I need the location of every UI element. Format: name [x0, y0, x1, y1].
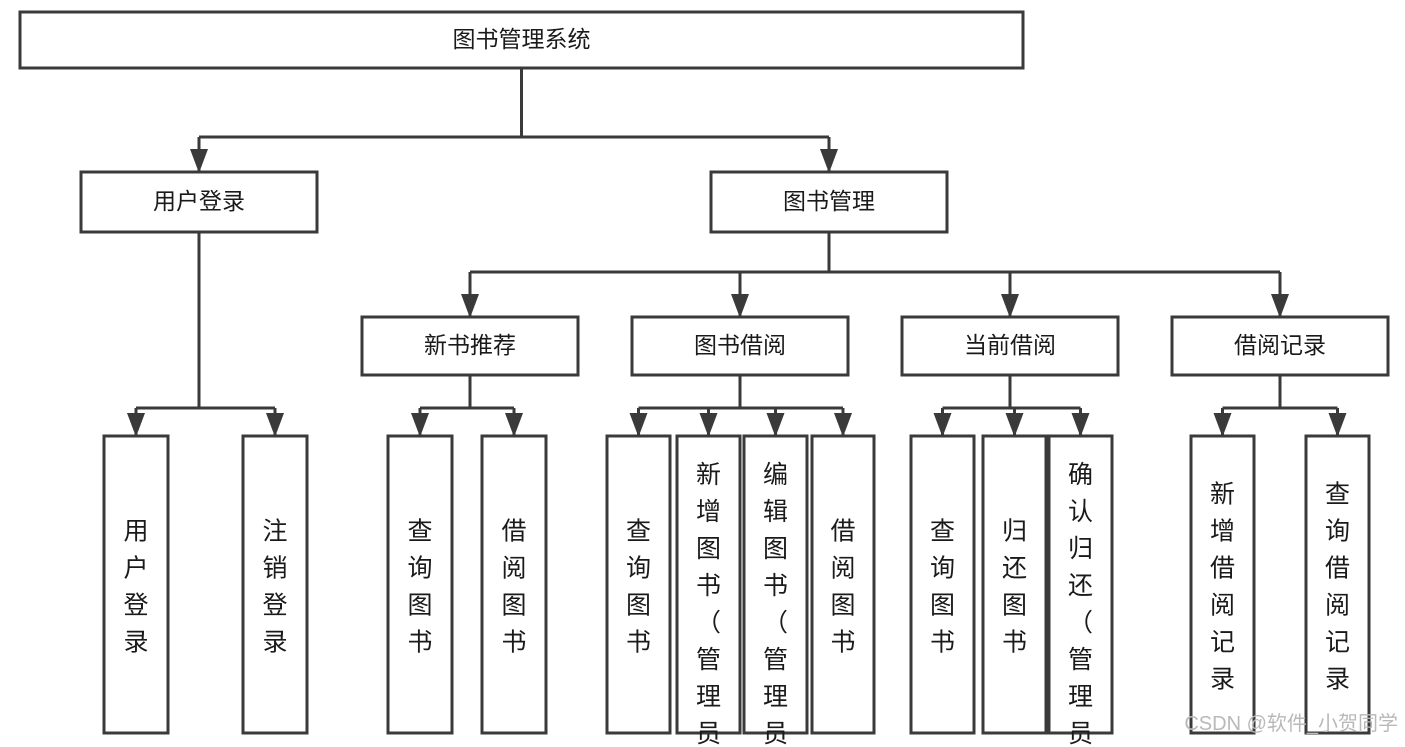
node-current-borrow: 当前借阅 [900, 315, 1120, 377]
node-leaf-add-book: 新增图书（管理员） [675, 434, 742, 747]
node-label-new-book-rec: 新书推荐 [424, 332, 516, 358]
node-leaf-confirm-return: 确认归还（管理员） [1047, 434, 1114, 747]
node-new-book-rec: 新书推荐 [360, 315, 580, 377]
arrow-head-icon-current-borrow [1001, 294, 1019, 318]
node-leaf-logout: 注销登录 [241, 434, 309, 735]
arrow-head-icon-leaf-borrow-book-2 [834, 413, 852, 437]
arrow-head-icon-leaf-confirm-return [1071, 413, 1090, 437]
node-label-leaf-confirm-return: 确认归还（管理员） [1068, 461, 1093, 747]
node-box-leaf-confirm-return [1047, 434, 1114, 735]
node-user-login: 用户登录 [79, 170, 319, 234]
arrow-head-icon-leaf-user-login [127, 413, 145, 437]
node-label-root: 图书管理系统 [453, 26, 591, 52]
node-label-leaf-return-book: 归还图书 [1002, 517, 1027, 656]
node-box-leaf-add-record [1189, 434, 1256, 735]
node-label-leaf-borrow-book-1: 借阅图书 [501, 517, 526, 656]
node-box-leaf-borrow-book-2 [810, 434, 876, 735]
arrow-head-icon-book-manage [820, 149, 838, 173]
node-leaf-query-book-2: 查询图书 [605, 434, 672, 735]
node-book-manage: 图书管理 [709, 170, 949, 234]
node-label-leaf-logout: 注销登录 [262, 517, 287, 656]
node-label-borrow-record: 借阅记录 [1234, 332, 1326, 358]
node-box-user-login [79, 170, 319, 234]
arrow-head-icon-leaf-query-book-3 [933, 413, 952, 437]
arrow-head-icon-borrow-record [1271, 294, 1289, 318]
node-box-leaf-add-book [675, 434, 742, 735]
node-label-leaf-add-book: 新增图书（管理员） [696, 461, 721, 747]
arrow-head-icon-leaf-query-record [1328, 413, 1347, 437]
connector-lines-group [127, 68, 1347, 437]
node-label-leaf-add-record: 新增借阅记录 [1210, 480, 1235, 693]
arrow-head-icon-leaf-edit-book [766, 413, 785, 437]
node-box-leaf-return-book [981, 434, 1048, 735]
node-box-root [18, 10, 1025, 70]
node-box-leaf-user-login [102, 434, 170, 735]
node-box-book-manage [709, 170, 949, 234]
arrow-head-icon-leaf-logout [266, 413, 284, 437]
node-label-user-login: 用户登录 [153, 188, 245, 214]
node-box-leaf-query-book-3 [909, 434, 976, 735]
node-box-book-borrow [630, 315, 850, 377]
node-label-leaf-query-book-1: 查询图书 [407, 517, 432, 656]
node-leaf-query-book-1: 查询图书 [386, 434, 454, 735]
node-book-borrow: 图书借阅 [630, 315, 850, 377]
node-leaf-query-record: 查询借阅记录 [1304, 434, 1371, 735]
node-leaf-borrow-book-2: 借阅图书 [810, 434, 876, 735]
arrow-head-icon-leaf-query-book-1 [411, 413, 429, 437]
node-leaf-return-book: 归还图书 [981, 434, 1048, 735]
node-label-leaf-edit-book: 编辑图书（管理员） [763, 461, 788, 747]
node-box-leaf-edit-book [742, 434, 809, 735]
arrow-head-icon-leaf-query-book-2 [629, 413, 648, 437]
node-leaf-edit-book: 编辑图书（管理员） [742, 434, 809, 747]
node-leaf-add-record: 新增借阅记录 [1189, 434, 1256, 735]
node-leaf-query-book-3: 查询图书 [909, 434, 976, 735]
node-box-leaf-query-book-1 [386, 434, 454, 735]
node-box-leaf-query-record [1304, 434, 1371, 735]
node-box-new-book-rec [360, 315, 580, 377]
node-label-book-manage: 图书管理 [783, 188, 875, 214]
node-box-leaf-query-book-2 [605, 434, 672, 735]
node-box-leaf-borrow-book-1 [480, 434, 548, 735]
node-box-current-borrow [900, 315, 1120, 377]
node-borrow-record: 借阅记录 [1170, 315, 1390, 377]
arrow-head-icon-user-login [190, 149, 208, 173]
node-label-leaf-query-book-2: 查询图书 [626, 517, 651, 656]
node-label-leaf-query-book-3: 查询图书 [930, 517, 955, 656]
node-box-leaf-logout [241, 434, 309, 735]
arrow-head-icon-book-borrow [731, 294, 749, 318]
arrow-head-icon-leaf-return-book [1005, 413, 1024, 437]
node-leaf-borrow-book-1: 借阅图书 [480, 434, 548, 735]
arrow-head-icon-new-book-rec [461, 294, 479, 318]
node-label-book-borrow: 图书借阅 [694, 332, 786, 358]
node-leaf-user-login: 用户登录 [102, 434, 170, 735]
arrow-head-icon-leaf-add-record [1213, 413, 1232, 437]
arrow-head-icon-leaf-borrow-book-1 [505, 413, 523, 437]
node-root: 图书管理系统 [18, 10, 1025, 70]
node-label-leaf-query-record: 查询借阅记录 [1325, 480, 1350, 693]
node-boxes-group: 图书管理系统用户登录图书管理新书推荐图书借阅当前借阅借阅记录用户登录注销登录查询… [18, 10, 1390, 747]
arrow-head-icon-leaf-add-book [699, 413, 718, 437]
node-label-leaf-borrow-book-2: 借阅图书 [830, 517, 855, 656]
node-label-leaf-user-login: 用户登录 [123, 517, 148, 656]
csdn-watermark: CSDN @软件_小贺同学 [1184, 712, 1398, 735]
node-label-current-borrow: 当前借阅 [964, 332, 1056, 358]
node-box-borrow-record [1170, 315, 1390, 377]
